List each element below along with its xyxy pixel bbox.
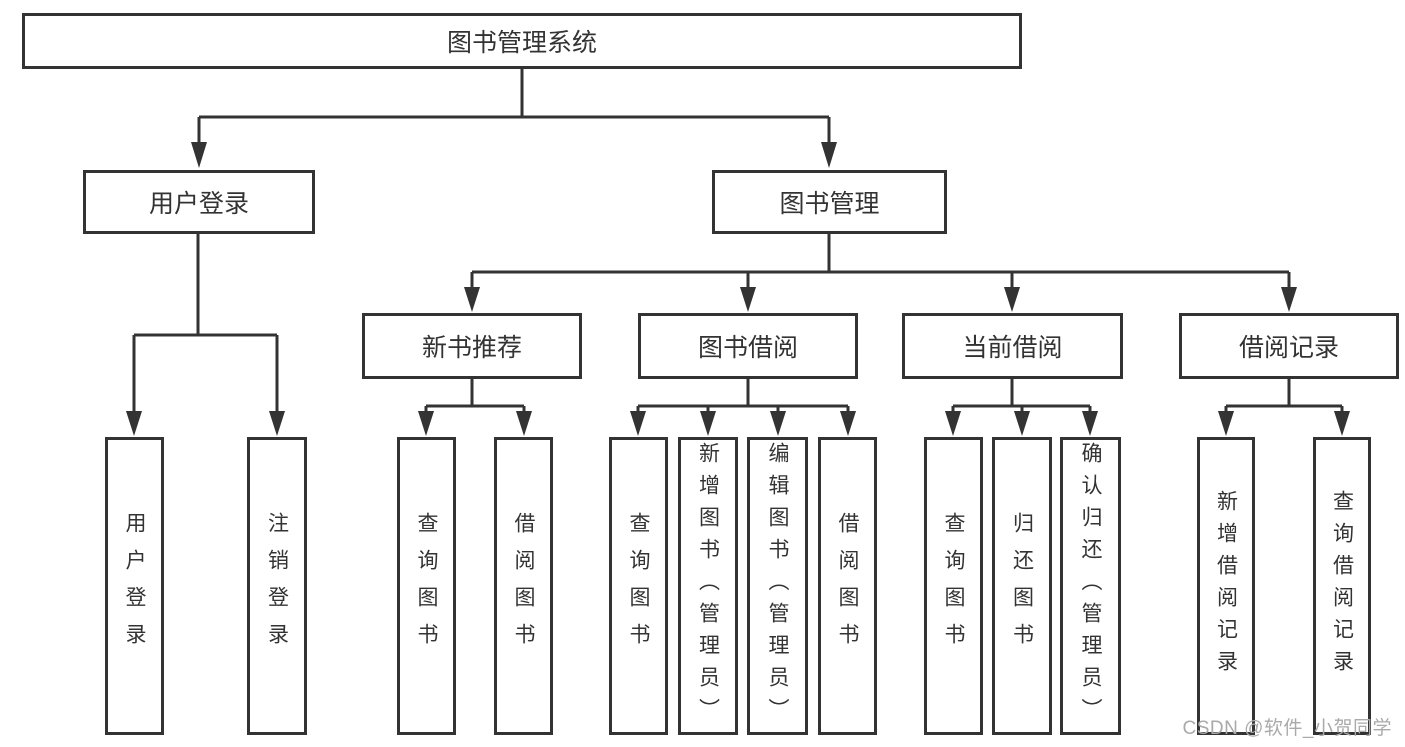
node-book-management-label: 图书管理 (779, 190, 880, 218)
connector-root-branch (197, 68, 831, 143)
connector-book-mgmt-branch (470, 233, 1291, 288)
leaf-add-book-admin-label: 新增图书（管理员） (696, 442, 720, 730)
node-user-login-label: 用户登录 (148, 190, 249, 218)
leaf-logout-label: 注销登录 (265, 512, 289, 660)
connector-user-login-branch (132, 233, 279, 412)
leaf-query-book-recommend-label: 查询图书 (415, 512, 438, 660)
arrowheads-level2 (191, 142, 837, 168)
arrowheads-leaves (418, 411, 1350, 436)
leaf-confirm-return-admin-label: 确认归还（管理员） (1079, 442, 1102, 730)
leaf-query-book-current: 查询图书 (924, 437, 983, 735)
arrowheads-level3 (464, 287, 1297, 312)
node-current-borrow-label: 当前借阅 (962, 334, 1063, 362)
leaf-query-borrow-record-label: 查询借阅记录 (1330, 490, 1354, 682)
leaf-borrow-book-recommend: 借阅图书 (494, 437, 553, 735)
connector-section-branches (424, 379, 1344, 412)
arrowheads-user-login (126, 411, 285, 436)
leaf-user-login-label: 用户登录 (123, 512, 146, 660)
watermark: CSDN @软件_小贺同学 (1182, 718, 1392, 739)
node-user-login: 用户登录 (83, 170, 315, 234)
node-borrow-records: 借阅记录 (1179, 313, 1399, 379)
leaf-query-book-recommend: 查询图书 (397, 437, 456, 735)
leaf-return-book: 归还图书 (992, 437, 1052, 735)
leaf-borrow-book-label: 借阅图书 (836, 512, 859, 660)
leaf-query-book-borrow: 查询图书 (609, 437, 668, 735)
node-root: 图书管理系统 (22, 13, 1022, 69)
node-borrow-records-label: 借阅记录 (1238, 334, 1339, 362)
leaf-return-book-label: 归还图书 (1010, 512, 1034, 660)
node-new-book-recommend-label: 新书推荐 (421, 334, 522, 362)
leaf-logout: 注销登录 (247, 437, 307, 735)
node-book-borrow: 图书借阅 (638, 313, 858, 379)
node-book-borrow-label: 图书借阅 (697, 334, 798, 362)
leaf-add-borrow-record-label: 新增借阅记录 (1214, 490, 1238, 682)
node-new-book-recommend: 新书推荐 (362, 313, 582, 379)
node-current-borrow: 当前借阅 (902, 313, 1123, 379)
leaf-user-login: 用户登录 (105, 437, 164, 735)
leaf-edit-book-admin: 编辑图书（管理员） (747, 437, 808, 735)
leaf-query-book-borrow-label: 查询图书 (627, 512, 650, 660)
node-book-management: 图书管理 (712, 170, 947, 234)
leaf-query-borrow-record: 查询借阅记录 (1313, 437, 1371, 735)
leaf-edit-book-admin-label: 编辑图书（管理员） (766, 442, 789, 730)
leaf-borrow-book-recommend-label: 借阅图书 (512, 512, 535, 660)
leaf-confirm-return-admin: 确认归还（管理员） (1060, 437, 1121, 735)
leaf-query-book-current-label: 查询图书 (942, 512, 965, 660)
leaf-borrow-book: 借阅图书 (818, 437, 877, 735)
leaf-add-borrow-record: 新增借阅记录 (1197, 437, 1255, 735)
leaf-add-book-admin: 新增图书（管理员） (678, 437, 738, 735)
node-root-label: 图书管理系统 (446, 29, 597, 57)
